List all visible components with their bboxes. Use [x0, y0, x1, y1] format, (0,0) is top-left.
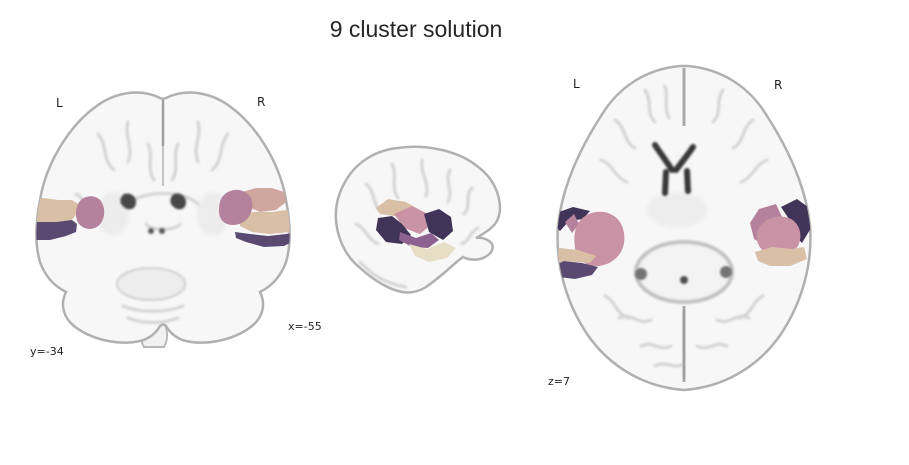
- sagittal-cluster-overlays: [376, 199, 456, 262]
- coronal-left-label: L: [56, 96, 63, 110]
- sagittal-slice-view: [334, 145, 502, 294]
- cluster-patch-tan-right: [240, 210, 290, 234]
- figure-title: 9 cluster solution: [329, 16, 503, 42]
- cluster-patch-cream-band: [409, 242, 456, 262]
- axial-deep-marks: [635, 266, 732, 284]
- axial-thalamus-shade: [647, 192, 707, 228]
- cluster-patch-navy-posterior: [424, 209, 453, 240]
- axial-midbrain: [634, 240, 734, 304]
- cluster-patch-mauve-left-blob: [75, 196, 105, 229]
- cluster-patch-tan-right-band: [755, 247, 807, 266]
- axial-ventricles: [652, 142, 696, 196]
- cluster-patch-darkpurple-left-band: [36, 220, 77, 240]
- cluster-patch-rose-left-blob: [574, 211, 625, 267]
- axial-right-label: R: [774, 78, 783, 92]
- sagittal-sulci: [354, 158, 480, 289]
- coronal-right-label: R: [257, 95, 266, 109]
- axial-left-label: L: [573, 77, 580, 91]
- axial-coordinate-label: z=7: [548, 375, 570, 388]
- coronal-slice-view: [28, 91, 291, 348]
- cluster-patch-tan-left-sliver: [557, 248, 596, 263]
- coronal-pons: [116, 267, 186, 301]
- cluster-patch-rose-right-blob: [756, 216, 801, 256]
- cluster-patch-mauve-left-edge: [565, 214, 579, 233]
- cluster-patch-darkpurple-left-bottom: [557, 261, 598, 279]
- cluster-patch-navy-left-sliver: [28, 195, 34, 206]
- axial-cluster-overlays: [557, 199, 811, 279]
- coronal-ventricles: [120, 193, 186, 234]
- axial-slice-view: [556, 64, 812, 392]
- cluster-patch-tan-left: [36, 198, 78, 222]
- cluster-patch-mauve-right-blob: [219, 189, 253, 225]
- cluster-patch-dustyrose-right: [242, 188, 286, 212]
- coronal-cluster-overlays: [28, 188, 290, 247]
- cluster-patch-navy-right-top: [781, 199, 811, 243]
- coronal-coordinate-label: y=-34: [30, 345, 64, 358]
- sagittal-coordinate-label: x=-55: [288, 320, 322, 333]
- axial-calcarine-line: [681, 309, 687, 379]
- cluster-patch-darkpurple-right-band: [235, 232, 290, 247]
